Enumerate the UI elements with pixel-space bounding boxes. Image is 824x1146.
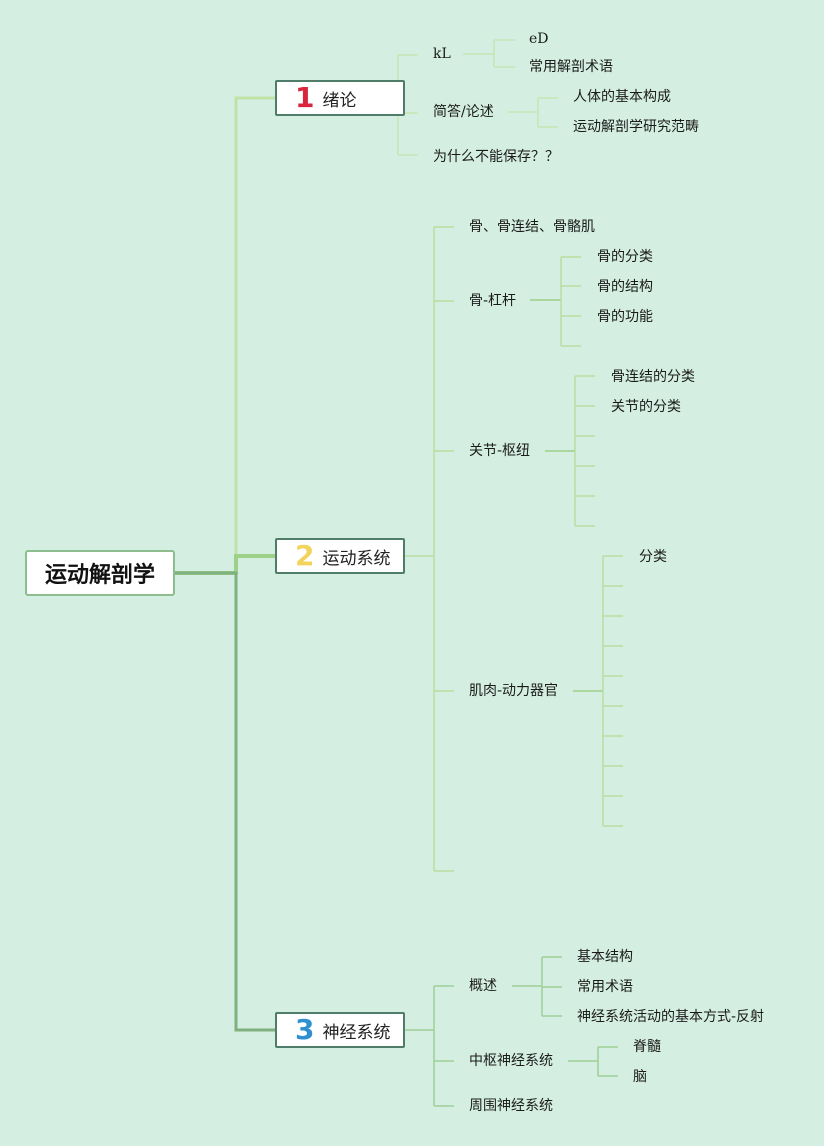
topic-1-number: 1 xyxy=(295,81,315,114)
node-body-composition[interactable]: 人体的基本构成 xyxy=(573,89,671,105)
node-bone-structure[interactable]: 骨的结构 xyxy=(597,279,653,295)
node-bone-classification[interactable]: 骨的分类 xyxy=(597,249,653,265)
node-bone-joint-muscle[interactable]: 骨、骨连结、骨骼肌 xyxy=(469,219,595,235)
node-bone-function[interactable]: 骨的功能 xyxy=(597,309,653,325)
root-node[interactable]: 运动解剖学 xyxy=(25,550,175,596)
node-joint-connection-classification[interactable]: 骨连结的分类 xyxy=(611,369,695,385)
node-peripheral-nervous-system[interactable]: 周围神经系统 xyxy=(469,1098,553,1114)
node-common-terms[interactable]: 常用解剖术语 xyxy=(529,59,613,75)
topic-3-label: 神经系统 xyxy=(322,1022,391,1043)
topic-2-number: 2 xyxy=(295,539,315,572)
node-bone-lever[interactable]: 骨-杠杆 xyxy=(469,293,517,309)
topic-3-number: 3 xyxy=(295,1013,315,1046)
topic-2-box[interactable]: 2 运动系统 xyxy=(275,538,405,574)
node-ed[interactable]: eD xyxy=(529,31,549,47)
node-kl[interactable]: kL xyxy=(433,46,451,62)
topic-3-box[interactable]: 3 神经系统 xyxy=(275,1012,405,1048)
topic-1-box[interactable]: 1 绪论 xyxy=(275,80,405,116)
root-label: 运动解剖学 xyxy=(44,563,155,588)
node-nervous-common-terms[interactable]: 常用术语 xyxy=(577,979,633,995)
topic-2-label: 运动系统 xyxy=(322,548,391,569)
node-joint-classification[interactable]: 关节的分类 xyxy=(611,399,681,415)
node-why-not-save[interactable]: 为什么不能保存？？ xyxy=(433,149,559,165)
node-overview[interactable]: 概述 xyxy=(469,978,497,994)
node-muscle-power-organ[interactable]: 肌肉-动力器官 xyxy=(469,683,559,699)
node-muscle-classification[interactable]: 分类 xyxy=(639,549,667,565)
node-spinal-cord[interactable]: 脊髓 xyxy=(633,1039,661,1055)
topic-1-label: 绪论 xyxy=(322,90,357,111)
node-basic-structure[interactable]: 基本结构 xyxy=(577,949,633,965)
node-reflex[interactable]: 神经系统活动的基本方式-反射 xyxy=(577,1009,765,1025)
node-brain[interactable]: 脑 xyxy=(633,1069,647,1085)
node-short-answer[interactable]: 简答/论述 xyxy=(433,104,494,120)
node-research-scope[interactable]: 运动解剖学研究范畴 xyxy=(573,119,699,135)
node-central-nervous-system[interactable]: 中枢神经系统 xyxy=(469,1053,553,1069)
node-joint-hub[interactable]: 关节-枢纽 xyxy=(469,443,531,459)
